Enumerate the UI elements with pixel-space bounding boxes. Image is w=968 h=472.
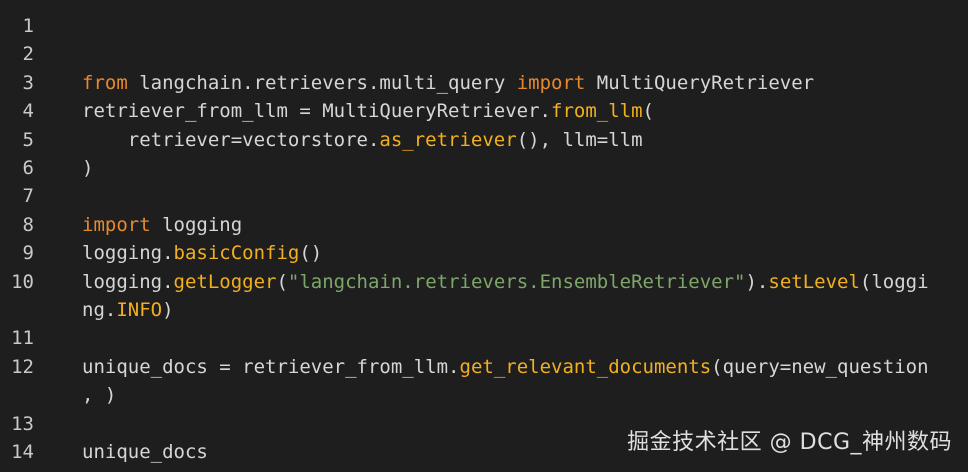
line-number: 11 [11, 327, 34, 350]
code-token: ) [162, 299, 174, 322]
code-token: basicConfig [173, 242, 300, 265]
line-code: ng.INFO) [34, 296, 968, 324]
code-token: import [516, 71, 586, 94]
code-token: from_llm [551, 100, 643, 123]
line-number: 10 [11, 270, 34, 293]
line-number: 4 [22, 100, 34, 123]
line-code: ) [34, 154, 968, 182]
code-line: 11 [0, 324, 968, 352]
code-line: 2 [0, 40, 968, 68]
line-code [34, 40, 968, 68]
code-token: ( [642, 100, 654, 123]
line-code: unique_docs [34, 438, 968, 466]
code-token: retriever_from_llm = MultiQueryRetriever… [82, 100, 551, 123]
code-token: logging [150, 213, 243, 236]
line-code: import logging [34, 211, 968, 239]
code-token: getLogger [173, 270, 277, 293]
line-number: 9 [22, 242, 34, 265]
code-token: (query=new_question [711, 355, 929, 378]
line-number: 14 [11, 441, 34, 464]
code-token: logging. [82, 270, 174, 293]
line-number: 2 [22, 43, 34, 66]
code-token: (), llm=llm [516, 128, 643, 151]
code-token: unique_docs = retriever_from_llm. [82, 355, 460, 378]
code-token: retriever=vectorstore. [82, 128, 380, 151]
code-line: 4 retriever_from_llm = MultiQueryRetrieve… [0, 97, 968, 125]
line-code: , ) [34, 381, 968, 409]
code-token: logging. [82, 242, 174, 265]
line-code: unique_docs = retriever_from_llm.get_rel… [34, 353, 968, 381]
code-token: (loggi [859, 270, 929, 293]
code-line: 1 [0, 12, 968, 40]
code-token: ) [82, 157, 94, 180]
line-number: 8 [22, 213, 34, 236]
line-code: retriever=vectorstore.as_retriever(), ll… [34, 126, 968, 154]
code-token: as_retriever [379, 128, 517, 151]
code-token: INFO [116, 299, 163, 322]
line-code [34, 182, 968, 210]
line-code [34, 12, 968, 40]
code-line: 13 [0, 410, 968, 438]
line-number: 1 [22, 15, 34, 37]
line-number: 7 [22, 185, 34, 208]
line-code: from langchain.retrievers.multi_query im… [34, 69, 968, 97]
code-token: ). [745, 270, 769, 293]
code-token: get_relevant_documents [459, 355, 712, 378]
code-token: from [82, 71, 128, 94]
code-token: setLevel [768, 270, 860, 293]
line-code: retriever_from_llm = MultiQueryRetriever… [34, 97, 968, 125]
code-token: langchain.retrievers.multi_query [127, 71, 517, 94]
line-number: 12 [11, 355, 34, 378]
code-line: , ) [0, 381, 968, 409]
code-token: import [82, 213, 151, 236]
code-line: 14 unique_docs [0, 438, 968, 466]
watermark: 掘金技术社区 @ DCG_神州数码 [627, 430, 952, 455]
line-number: 13 [11, 412, 34, 435]
code-token: , ) [82, 384, 117, 407]
code-line: ng.INFO) [0, 296, 968, 324]
line-code: logging.basicConfig() [34, 239, 968, 267]
line-code [34, 324, 968, 352]
code-token: () [299, 242, 323, 265]
code-token: ng. [82, 299, 117, 322]
line-number: 3 [22, 71, 34, 94]
line-number: 6 [22, 157, 34, 180]
code-line: 6) [0, 154, 968, 182]
code-token: "langchain.retrievers.EnsembleRetriever" [287, 270, 746, 293]
code-token: ( [276, 270, 288, 293]
line-code: logging.getLogger("langchain.retrievers.… [34, 268, 968, 296]
code-line: 5 retriever=vectorstore.as_retriever(), … [0, 126, 968, 154]
line-number: 5 [22, 128, 34, 151]
code-token: unique_docs [82, 441, 208, 464]
code-token: MultiQueryRetriever [585, 71, 815, 94]
code-line: 7 [0, 182, 968, 210]
